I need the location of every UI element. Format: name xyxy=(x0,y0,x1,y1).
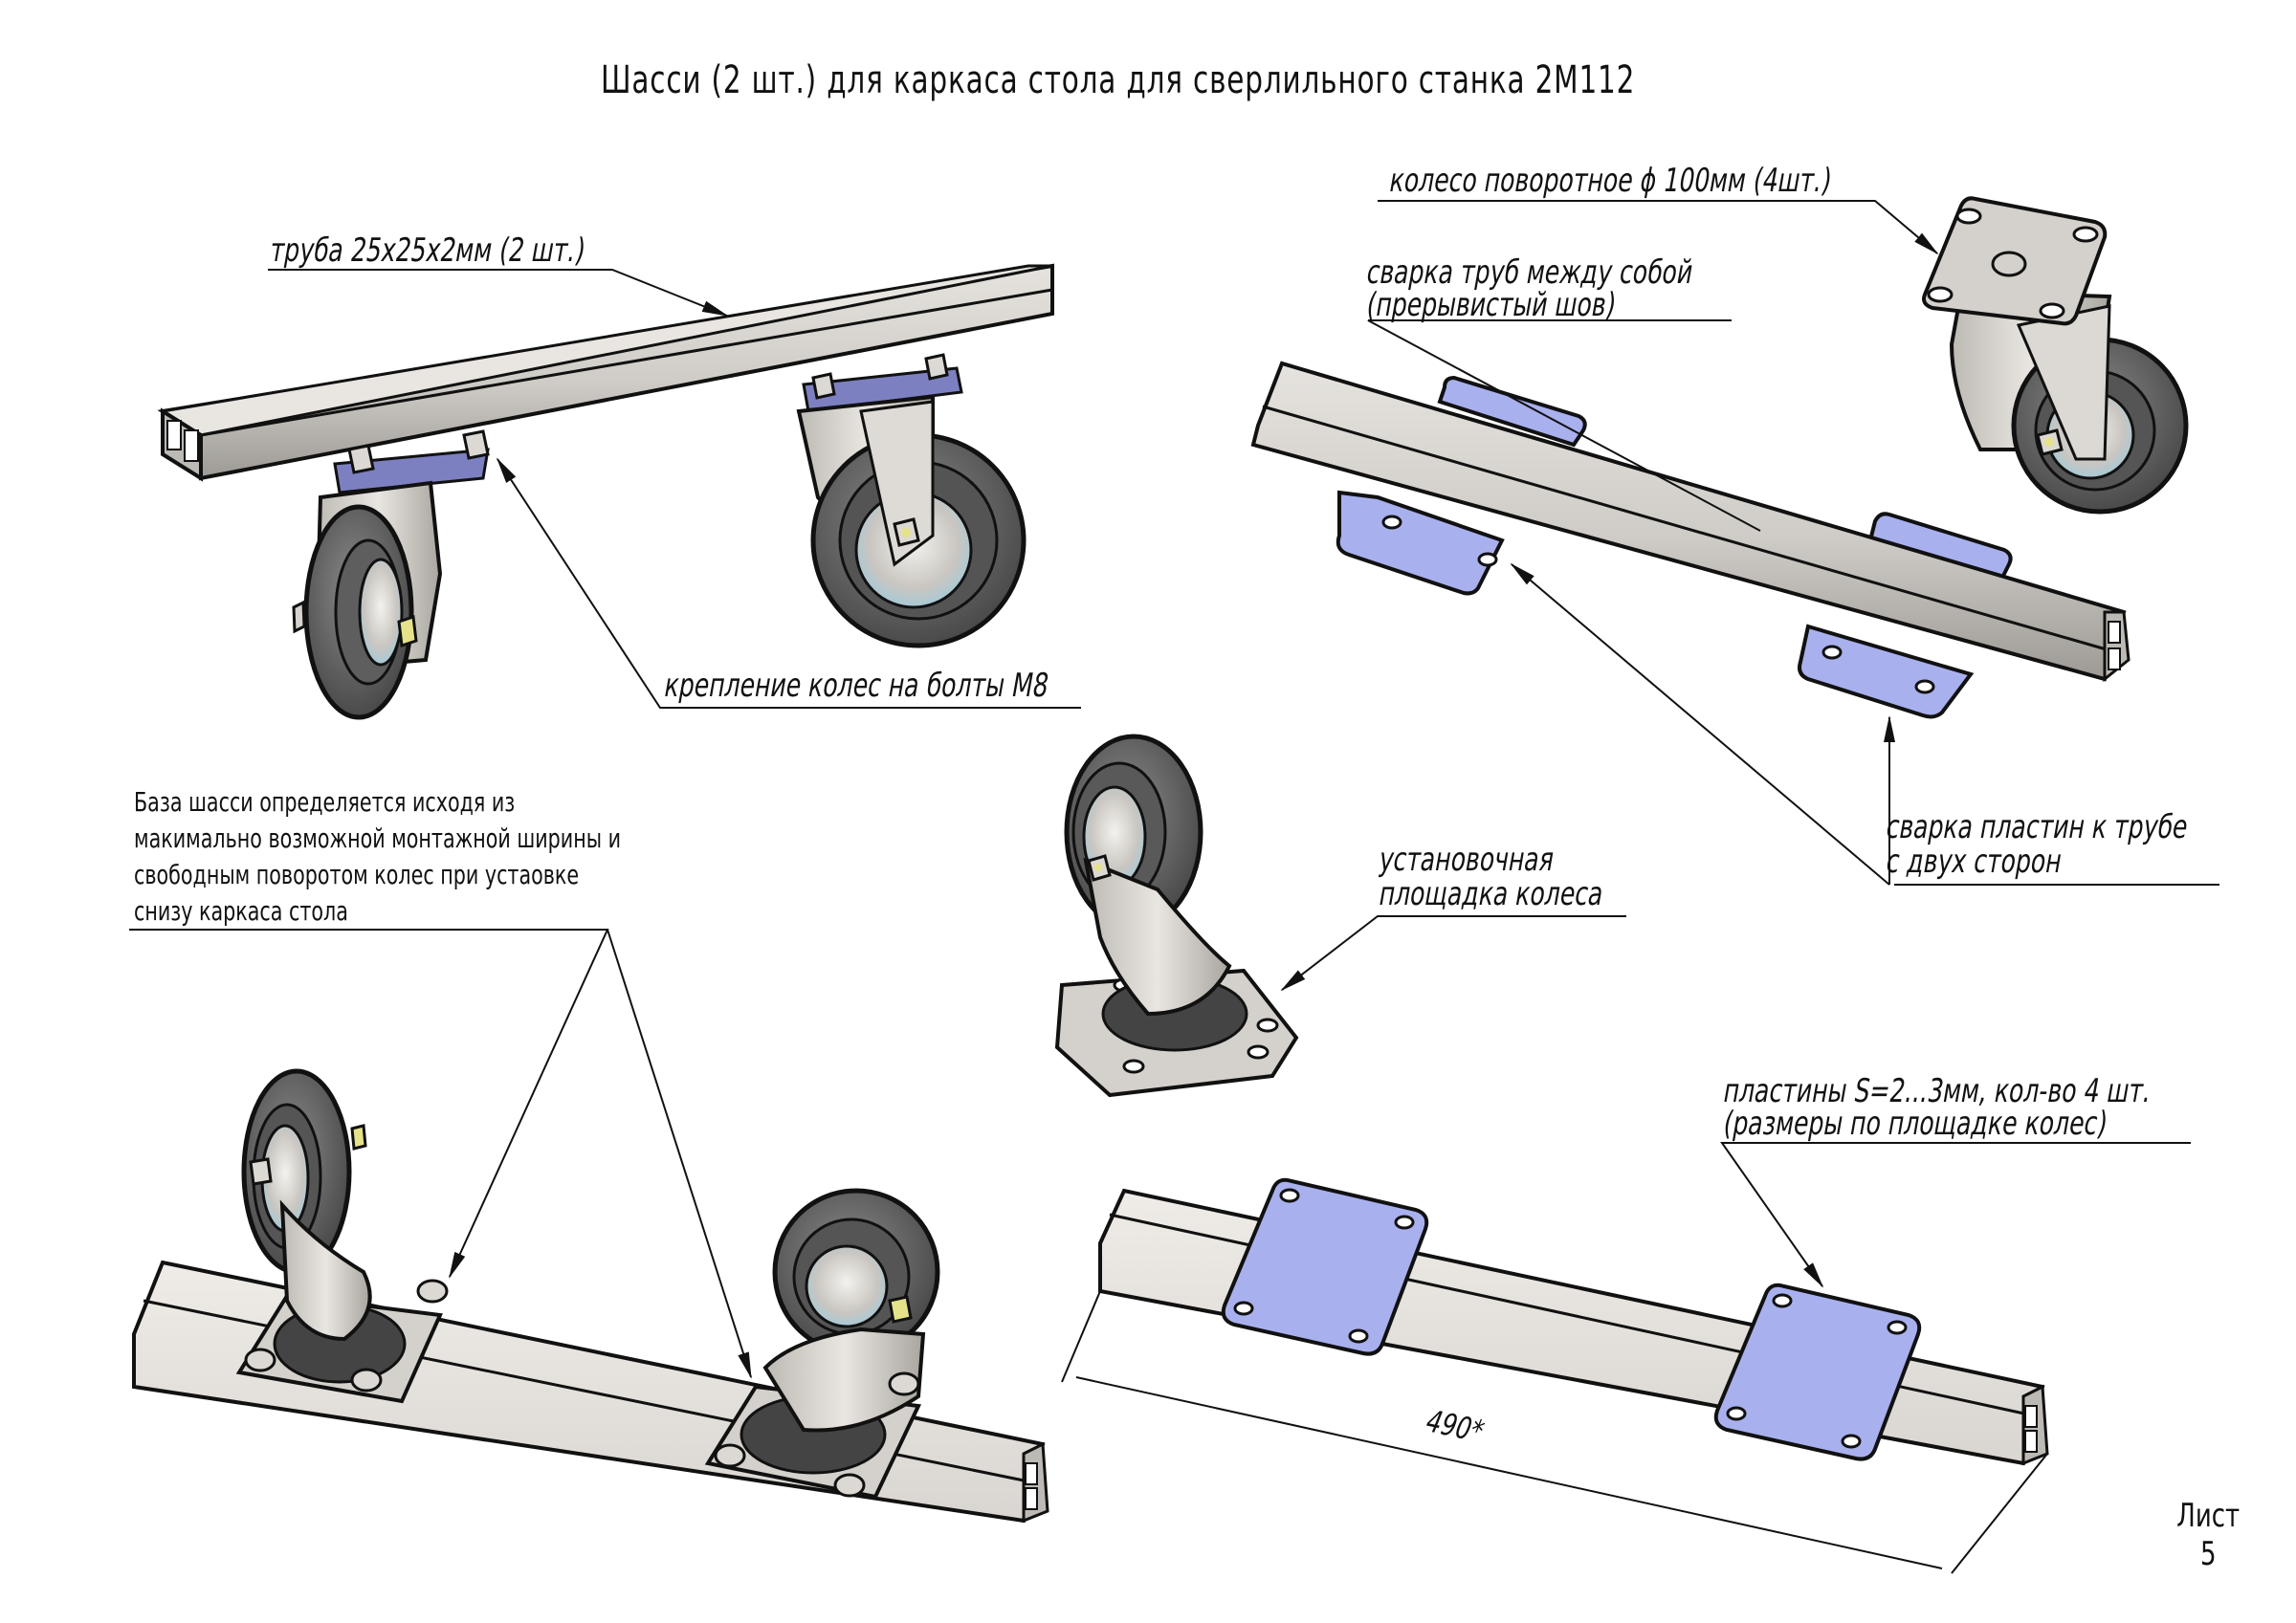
dimension-line-490 xyxy=(1075,1376,1943,1569)
base-note: База шасси определяется исходя из макима… xyxy=(134,784,621,930)
caster-right xyxy=(796,353,1027,648)
label-weld-plates-2: с двух сторон xyxy=(1883,843,2065,881)
leader-weld-tubes xyxy=(1367,319,1761,532)
view-tube-plates-dimension xyxy=(1061,1142,2191,1574)
label-weld-plates-1: сварка пластин к трубе xyxy=(1883,808,2192,846)
label-mount-pad-2: площадка колеса xyxy=(1376,875,1607,913)
leader-base-note xyxy=(129,929,609,1279)
view-caster-mount-pad xyxy=(1054,734,1626,1098)
page-title: Шасси (2 шт.) для каркаса стола для свер… xyxy=(601,58,1636,102)
mount-pad xyxy=(1922,196,2108,326)
leader-weld-plates-2 xyxy=(1510,562,1890,886)
base-note-line: База шасси определяется исходя из xyxy=(134,786,516,818)
leader-plates xyxy=(1720,1142,2191,1288)
leader-tube xyxy=(268,269,729,317)
label-tube: труба 25х25х2мм (2 шт.) xyxy=(267,231,588,270)
label-plates-1: пластины S=2...3мм, кол-во 4 шт. xyxy=(1720,1072,2154,1110)
caster-bottom-a xyxy=(235,1068,449,1404)
sheet-label: Лист xyxy=(2176,1497,2241,1535)
view-caster-swivel xyxy=(1378,196,2189,515)
leader-bolts xyxy=(496,457,1081,709)
label-mount-pad-1: установочная xyxy=(1376,841,1557,879)
bolt xyxy=(347,429,490,474)
label-weld-tubes-1: сварка труб между собой xyxy=(1363,253,1697,292)
label-plates-2: (размеры по площадке колес) xyxy=(1720,1105,2110,1143)
view-assembly-bottom-left xyxy=(129,929,1049,1524)
leader-mount-pad xyxy=(1280,915,1626,992)
label-bolts: крепление колес на болты М8 xyxy=(661,667,1052,705)
base-note-line: макимально возможной монтажной ширины и xyxy=(134,822,622,854)
label-weld-tubes-2: (прерывистый шов) xyxy=(1363,286,1620,324)
caster-left xyxy=(292,429,490,720)
mount-plate xyxy=(1336,490,1975,719)
leader-base-note-2 xyxy=(607,929,752,1379)
caster-bottom-b xyxy=(704,1188,940,1500)
plate xyxy=(1221,1177,1922,1461)
view-tube-with-plates xyxy=(1250,319,2219,886)
sheet-number: 5 xyxy=(2199,1535,2217,1573)
label-wheel: колесо поворотное ϕ 100мм (4шт.) xyxy=(1386,162,1835,200)
sheet-number-block: Лист 5 xyxy=(2172,1497,2245,1573)
base-note-line: снизу каркаса стола xyxy=(134,895,348,927)
bolt xyxy=(244,1279,449,1393)
tube-25x25 xyxy=(157,263,1054,482)
base-note-line: свободным поворотом колес при устаовке xyxy=(134,859,580,890)
view-assembly-top-left xyxy=(157,263,1081,720)
mount-plate xyxy=(1437,375,2013,586)
leader-wheel xyxy=(1378,200,1939,255)
